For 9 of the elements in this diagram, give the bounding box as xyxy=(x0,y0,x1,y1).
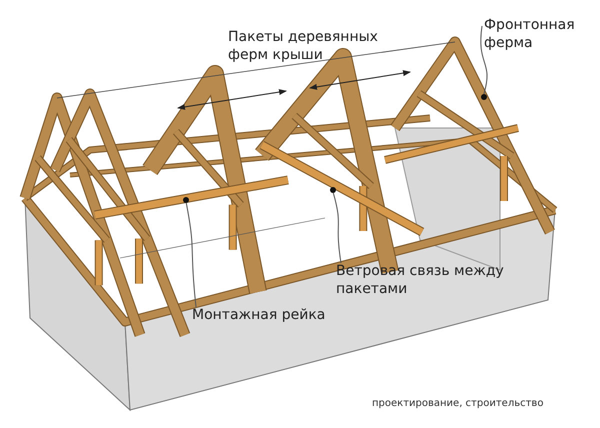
note-text: проектирование, строительство xyxy=(372,398,544,409)
leader-line xyxy=(480,26,488,94)
callout-label: Пакеты деревянных ферм крыши xyxy=(228,28,379,64)
callout-label: Ветровая связь между пакетами xyxy=(336,262,505,298)
callout-label: Монтажная рейка xyxy=(192,306,326,324)
leader-line xyxy=(186,202,196,308)
callout-label: Фронтонная ферма xyxy=(484,16,576,52)
leader-line xyxy=(332,192,342,264)
anchor-dot xyxy=(330,187,336,193)
